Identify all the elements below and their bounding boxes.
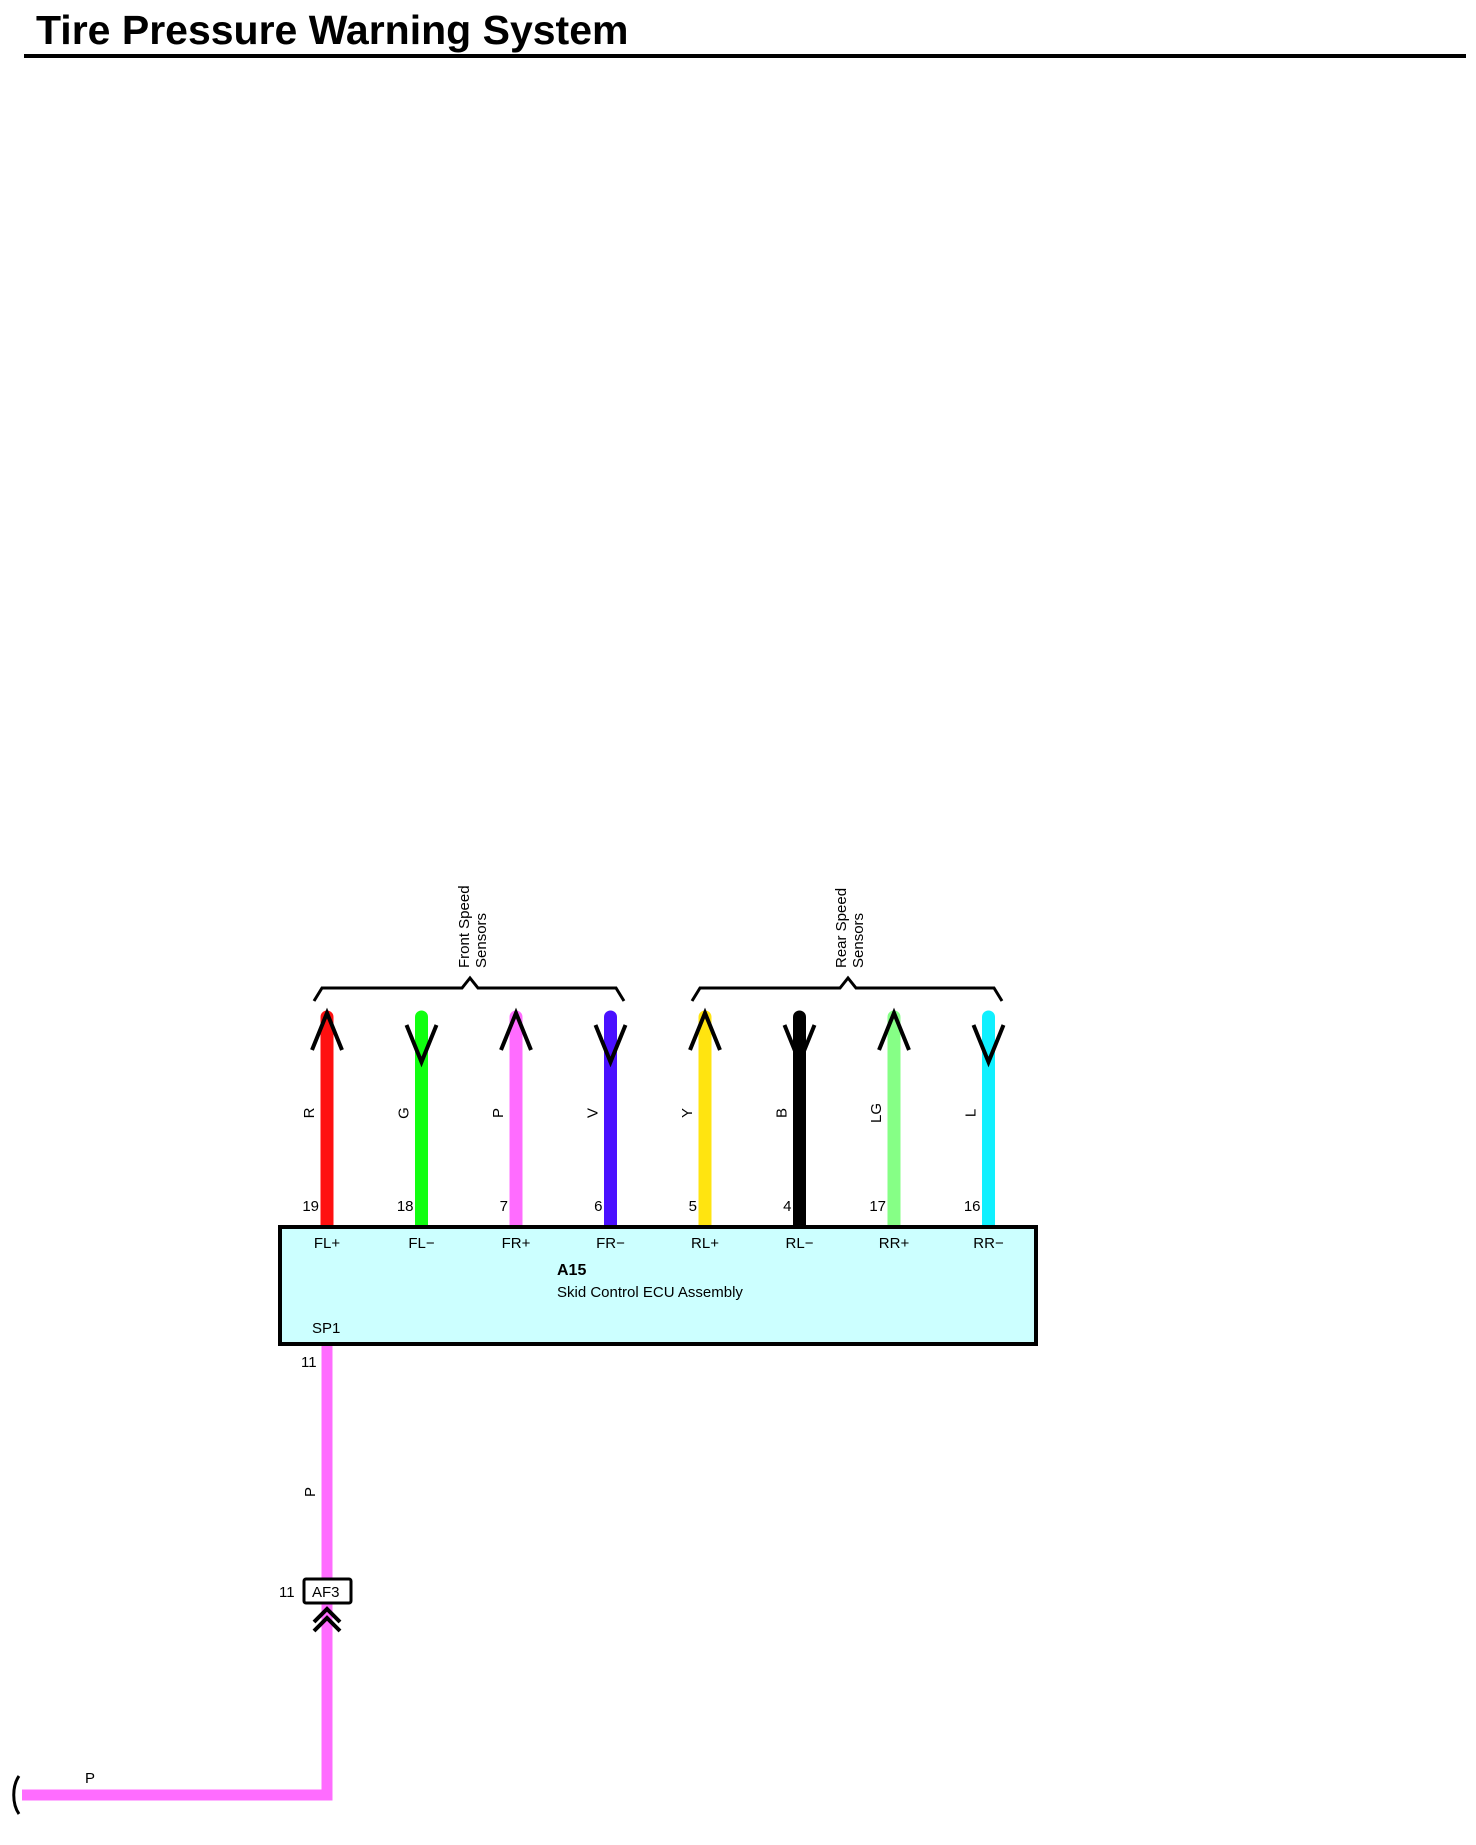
ecu-sp-terminal: SP1 [312, 1320, 340, 1337]
af3-connector-pin: 11 [279, 1584, 295, 1601]
front-sensors-label: Front Speed Sensors [456, 885, 490, 968]
page-title: Tire Pressure Warning System [36, 7, 629, 53]
wire-pin-number: 6 [594, 1198, 602, 1215]
af3-connector-body [302, 1577, 353, 1605]
wire-rr-7: L 16 [963, 1010, 1006, 1234]
ecu-terminal-label: RR− [973, 1235, 1004, 1252]
rear-sensors-label-line2: Sensors [850, 913, 867, 968]
ecu-name: Skid Control ECU Assembly [557, 1284, 743, 1301]
ecu-box [278, 1225, 1038, 1346]
wire-pin-number: 18 [397, 1198, 414, 1215]
arrow-down-icon [782, 1024, 817, 1068]
rear-sensors-brace [690, 975, 1004, 1002]
wire-fr-3: V6 [585, 1010, 628, 1234]
ecu-code: A15 [557, 1262, 586, 1279]
sp1-wire [22, 1343, 333, 1801]
ecu-terminal-label: FL− [408, 1235, 435, 1252]
arrow-down-icon [971, 1024, 1006, 1068]
wire-color-code: LG [868, 1103, 885, 1123]
wire-pin-number: 17 [869, 1198, 886, 1215]
arrow-up-icon [310, 1007, 344, 1051]
wire-color-code: L [963, 1109, 980, 1117]
arrow-up-icon [688, 1007, 722, 1051]
wire-color-code: G [396, 1107, 413, 1119]
rear-sensors-label: Rear Speed Sensors [833, 888, 867, 968]
wire-fr-2: P7 [490, 1007, 533, 1234]
wire-color-code: B [774, 1108, 791, 1118]
wire-rl-5: B4 [774, 1010, 817, 1234]
wire-color-code: V [585, 1108, 602, 1118]
sp-wire-color-code: P [302, 1487, 319, 1497]
wire-pin-number: 16 [964, 1198, 981, 1215]
ecu-terminal-label: RR+ [879, 1235, 910, 1252]
arrow-up-icon [499, 1007, 533, 1051]
bottom-wire-color-code: P [85, 1770, 95, 1787]
wire-color-code: Y [679, 1108, 696, 1118]
front-sensors-label-line1: Front Speed [456, 885, 473, 968]
wire-pin-number: 5 [689, 1198, 697, 1215]
wire-pin-number: 7 [500, 1198, 508, 1215]
wire-fl-0: R 19 [301, 1007, 344, 1234]
front-sensors-brace [312, 975, 626, 1002]
wire-color-code: P [490, 1108, 507, 1118]
ecu-terminal-label: FL+ [314, 1235, 341, 1252]
wire-color-code: R [301, 1107, 318, 1118]
ecu-sp-pin: 11 [301, 1354, 317, 1371]
arrow-down-icon [404, 1024, 439, 1068]
af3-connector-label: AF3 [312, 1584, 340, 1601]
ecu-terminal-label: RL− [786, 1235, 814, 1252]
ecu-terminal-label: FR+ [502, 1235, 531, 1252]
wire-break-icon [12, 1775, 21, 1815]
ecu-terminal-label: FR− [596, 1235, 625, 1252]
wire-rr-6: LG 17 [868, 1007, 911, 1234]
wire-rl-4: Y5 [679, 1007, 722, 1234]
ecu-terminals: FL+ FL− FR+ FR− RL+ RL− RR+ RR− [314, 1235, 1004, 1252]
ecu-terminal-label: RL+ [691, 1235, 719, 1252]
wire-pin-number: 4 [783, 1198, 791, 1215]
rear-sensors-label-line1: Rear Speed [833, 888, 850, 968]
front-sensors-label-line2: Sensors [473, 913, 490, 968]
af3-connector-chevron-icon [312, 1606, 342, 1633]
arrow-down-icon [593, 1024, 628, 1068]
wire-pin-number: 19 [302, 1198, 319, 1215]
wire-fl-1: G 18 [396, 1010, 439, 1234]
arrow-up-icon [877, 1007, 911, 1051]
